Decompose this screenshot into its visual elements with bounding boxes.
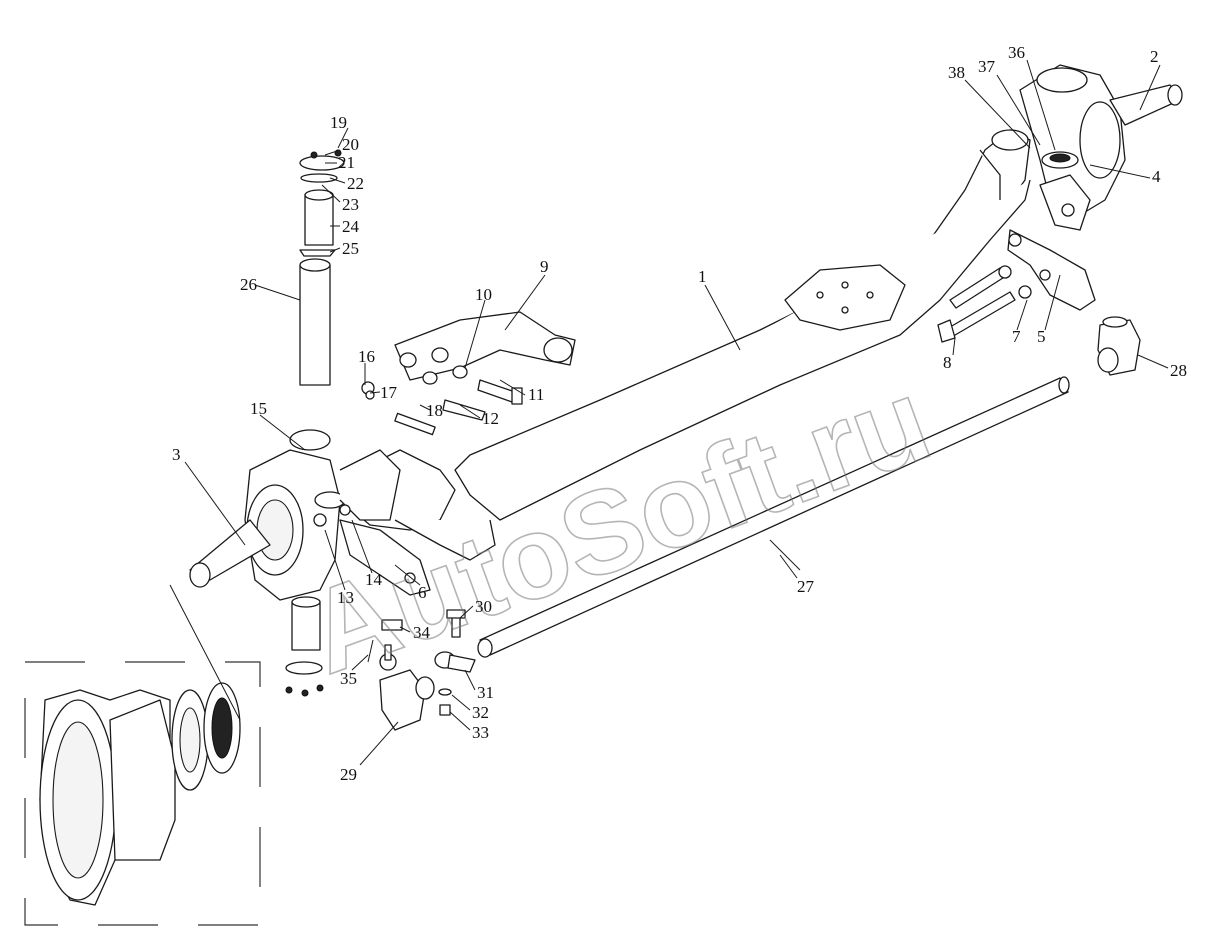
lower-bushing (285, 596, 324, 697)
tie-rod-end-28 (1097, 316, 1141, 376)
callout-33: 33 (472, 723, 489, 742)
callout-3: 3 (172, 445, 181, 464)
callout-16: 16 (358, 347, 375, 366)
tie-rod-end-29 (379, 644, 435, 731)
callout-15: 15 (250, 399, 267, 418)
tie-rod (477, 376, 1070, 658)
callout-2: 2 (1150, 47, 1159, 66)
callout-14: 14 (365, 570, 383, 589)
callout-17: 17 (380, 383, 398, 402)
callout-10: 10 (475, 285, 492, 304)
kingpin-assembly (299, 149, 345, 386)
callout-13: 13 (337, 588, 354, 607)
callout-labels: 1 2 3 4 5 6 7 8 9 10 11 12 13 14 15 16 1… (172, 43, 1187, 784)
callout-37: 37 (978, 57, 996, 76)
steering-arm-9 (394, 311, 576, 381)
leader-lines (184, 59, 1169, 766)
callout-27: 27 (797, 577, 815, 596)
callout-34: 34 (413, 623, 431, 642)
callout-21: 21 (338, 153, 355, 172)
callout-1: 1 (698, 267, 707, 286)
callout-31: 31 (477, 683, 494, 702)
callout-23: 23 (342, 195, 359, 214)
clamp-and-bolts (367, 609, 476, 716)
axle-beam (339, 129, 1031, 561)
callout-24: 24 (342, 217, 360, 236)
callout-36: 36 (1008, 43, 1025, 62)
steering-arm-5 (1007, 229, 1096, 311)
callout-19: 19 (330, 113, 347, 132)
callout-29: 29 (340, 765, 357, 784)
callout-35: 35 (340, 669, 357, 688)
callout-28: 28 (1170, 361, 1187, 380)
callout-20: 20 (342, 135, 359, 154)
callout-32: 32 (472, 703, 489, 722)
callout-4: 4 (1152, 167, 1161, 186)
callout-38: 38 (948, 63, 965, 82)
callout-12: 12 (482, 409, 499, 428)
callout-9: 9 (540, 257, 549, 276)
callout-8: 8 (943, 353, 952, 372)
callout-5: 5 (1037, 327, 1046, 346)
hub-inset (24, 584, 261, 926)
callout-30: 30 (475, 597, 492, 616)
callout-6: 6 (418, 583, 427, 602)
left-steering-knuckle (189, 429, 401, 601)
callout-7: 7 (1012, 327, 1021, 346)
callout-18: 18 (426, 401, 443, 420)
callout-11: 11 (528, 385, 544, 404)
right-steering-knuckle (1019, 64, 1183, 231)
callout-26: 26 (240, 275, 257, 294)
callout-22: 22 (347, 174, 364, 193)
callout-25: 25 (342, 239, 359, 258)
